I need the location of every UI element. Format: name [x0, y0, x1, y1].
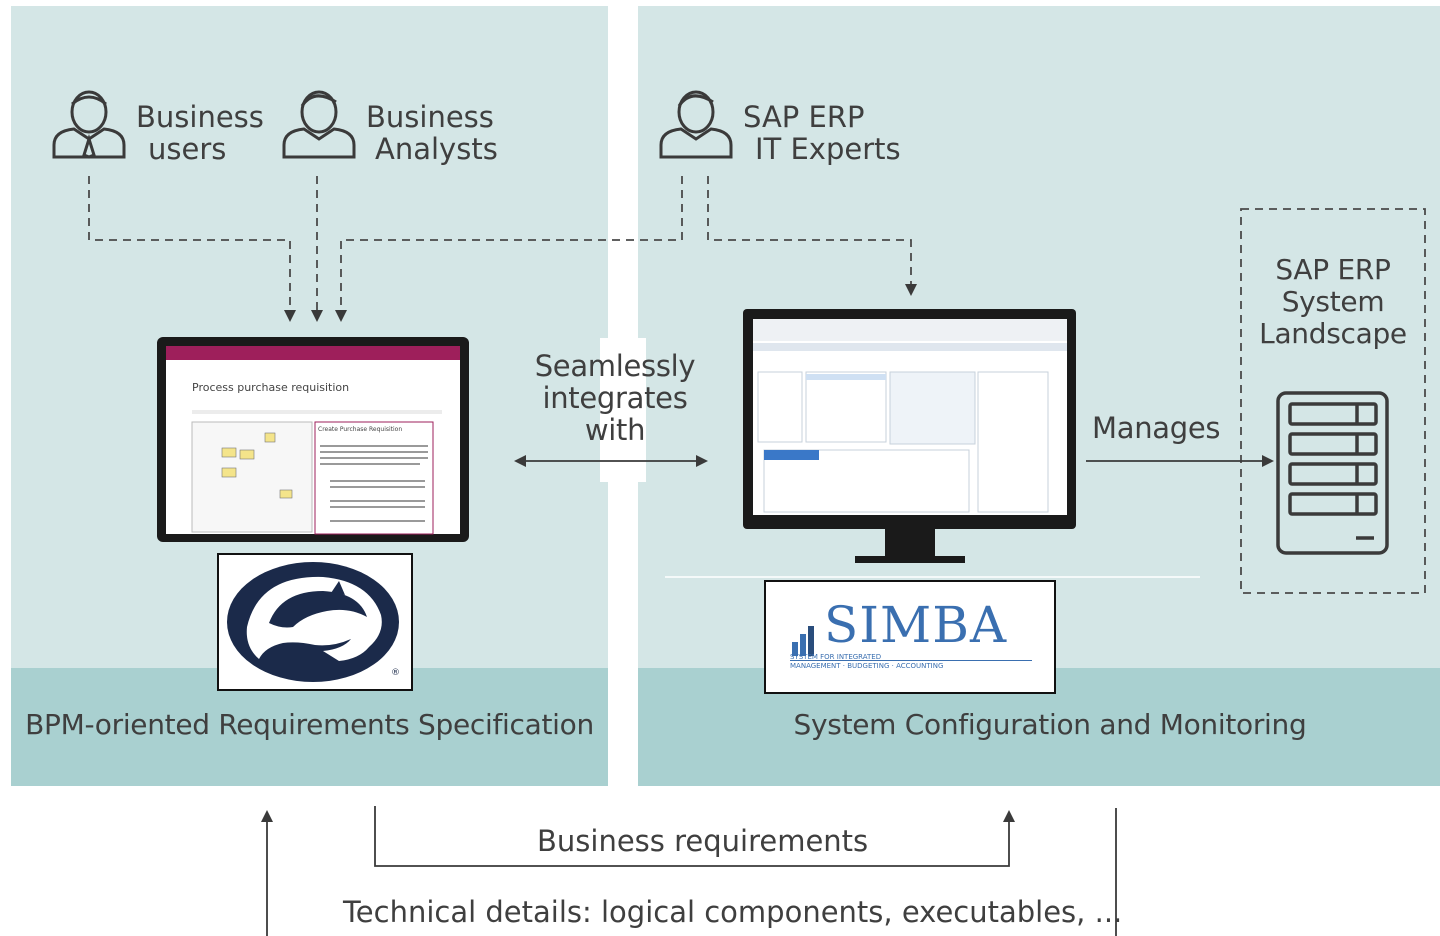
business-users-label: Business users — [136, 100, 264, 166]
nittany-lion-icon: ® — [227, 562, 400, 682]
business-analyst-icon — [282, 90, 356, 159]
business-requirements-label: Business requirements — [537, 824, 869, 858]
landscape-boundary — [1240, 208, 1426, 594]
svg-text:®: ® — [391, 668, 400, 678]
bpm-tool-screen — [157, 337, 469, 542]
landscape-label: SAP ERP System Landscape — [1259, 253, 1407, 350]
integration-label: Seamlessly integrates with — [534, 349, 696, 447]
experts-to-config-connector — [707, 176, 917, 296]
screen-side-title: Create Purchase Requisition — [318, 426, 403, 433]
business-requirements-arrow — [374, 806, 1015, 867]
experts-to-spec-connector — [335, 176, 683, 322]
server-icon — [1276, 391, 1389, 555]
it-experts-label: SAP ERP IT Experts — [743, 100, 901, 166]
simba-tagline-1: SYSTEM FOR INTEGRATED — [790, 653, 882, 661]
simba-logo: SIMBA SYSTEM FOR INTEGRATED MANAGEMENT ·… — [764, 580, 1056, 694]
users-to-spec-connector — [88, 176, 296, 322]
technical-details-label: Technical details: logical components, e… — [343, 895, 1123, 929]
sap-monitor — [743, 309, 1076, 563]
simba-name: SIMBA — [824, 596, 1008, 654]
simba-rule — [790, 660, 1032, 661]
business-analysts-label: Business Analysts — [366, 100, 498, 166]
simba-tagline-2: MANAGEMENT · BUDGETING · ACCOUNTING — [790, 662, 944, 670]
right-panel-title: System Configuration and Monitoring — [793, 708, 1307, 741]
bar-chart-icon — [792, 626, 814, 656]
it-expert-icon — [659, 90, 733, 159]
screen-title: Process purchase requisition — [192, 381, 350, 394]
manages-label: Manages — [1092, 411, 1221, 445]
business-user-icon — [52, 90, 126, 159]
pennstate-logo: ® — [217, 553, 413, 691]
left-panel-title: BPM-oriented Requirements Specification — [25, 708, 594, 741]
